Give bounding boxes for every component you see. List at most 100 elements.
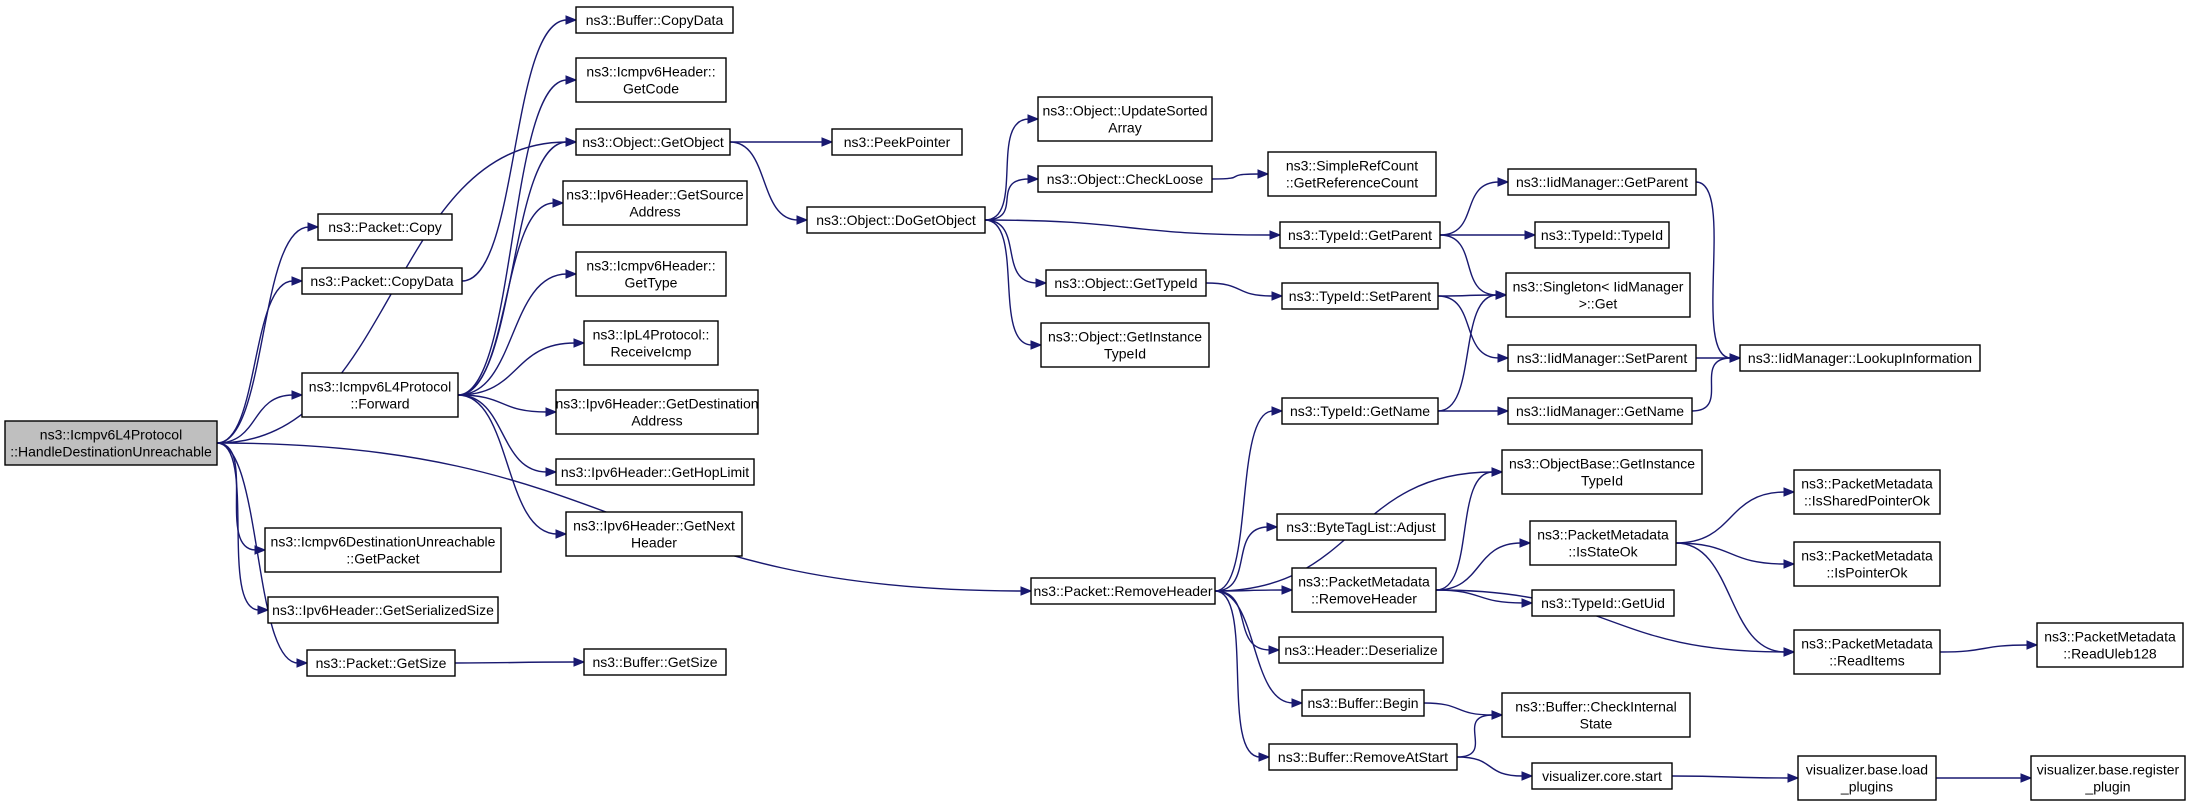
node-buffer-copydata[interactable]: ns3::Buffer::CopyData bbox=[575, 6, 734, 34]
edge-line bbox=[457, 394, 548, 413]
node-packet-removeheader[interactable]: ns3::Packet::RemoveHeader bbox=[1030, 577, 1216, 605]
node-box bbox=[806, 206, 986, 234]
arrowhead-icon bbox=[1027, 174, 1040, 184]
node-header-deserialize[interactable]: ns3::Header::Deserialize bbox=[1278, 636, 1444, 664]
edge-line bbox=[1214, 589, 1284, 592]
node-box bbox=[317, 213, 453, 241]
edge-pm_readitems-to-pm_readuleb128 bbox=[1939, 640, 2039, 653]
node-label: ns3::Packet::Copy bbox=[328, 219, 442, 235]
node-viz-register-plugin[interactable]: visualizer.base.register_plugin bbox=[2030, 755, 2186, 801]
node-typeid-getname[interactable]: ns3::TypeId::GetName bbox=[1281, 397, 1439, 425]
arrowhead-icon bbox=[565, 75, 578, 85]
node-viz-core-start[interactable]: visualizer.core.start bbox=[1531, 762, 1673, 790]
node-label: ns3::IidManager::LookupInformation bbox=[1748, 350, 1972, 366]
edge-line bbox=[1437, 295, 1500, 359]
node-ipv6-getserialized[interactable]: ns3::Ipv6Header::GetSerializedSize bbox=[267, 596, 499, 624]
node-object-gettypeid[interactable]: ns3::Object::GetTypeId bbox=[1045, 269, 1207, 297]
node-label: GetCode bbox=[623, 81, 679, 97]
edge-object_getobject-to-object_dogetobject bbox=[729, 141, 809, 225]
node-box bbox=[575, 6, 734, 34]
edge-line bbox=[457, 79, 568, 396]
arrowhead-icon bbox=[1519, 538, 1532, 548]
node-buffer-getsize[interactable]: ns3::Buffer::GetSize bbox=[583, 648, 727, 676]
node-singleton-get[interactable]: ns3::Singleton< IidManager >::Get bbox=[1505, 272, 1691, 318]
node-label: Header bbox=[631, 535, 677, 551]
arrowhead-icon bbox=[291, 390, 304, 400]
arrowhead-icon bbox=[1281, 585, 1294, 595]
node-iid-setparent[interactable]: ns3::IidManager::SetParent bbox=[1507, 344, 1697, 372]
node-buffer-begin[interactable]: ns3::Buffer::Begin bbox=[1301, 689, 1425, 717]
node-label: ns3::PacketMetadata bbox=[2044, 629, 2176, 645]
edge-line bbox=[984, 178, 1030, 221]
node-label: ns3::Ipv6Header::GetNext bbox=[573, 518, 735, 534]
node-label: ns3::Header::Deserialize bbox=[1284, 642, 1438, 658]
node-label: ns3::PacketMetadata bbox=[1801, 476, 1933, 492]
edge-object_dogetobject-to-object_checkloose bbox=[984, 174, 1040, 221]
edge-viz_core_start-to-viz_load_plugins bbox=[1671, 773, 1800, 783]
node-box bbox=[1037, 165, 1213, 193]
edge-root-to-ipv6_getserialized bbox=[216, 442, 270, 615]
node-packet-getsize[interactable]: ns3::Packet::GetSize bbox=[306, 649, 456, 677]
arrowhead-icon bbox=[1268, 645, 1281, 655]
node-dest-getpacket[interactable]: ns3::Icmpv6DestinationUnreachable::GetPa… bbox=[264, 527, 502, 573]
node-typeid-getuid[interactable]: ns3::TypeId::GetUid bbox=[1531, 589, 1675, 617]
node-forward[interactable]: ns3::Icmpv6L4Protocol::Forward bbox=[301, 372, 459, 418]
node-ipv6-gethoplimit[interactable]: ns3::Ipv6Header::GetHopLimit bbox=[555, 458, 755, 486]
node-label: ns3::Object::GetTypeId bbox=[1054, 275, 1197, 291]
node-label: TypeId bbox=[1104, 346, 1146, 362]
node-typeid-getparent[interactable]: ns3::TypeId::GetParent bbox=[1279, 221, 1441, 249]
node-iid-lookup[interactable]: ns3::IidManager::LookupInformation bbox=[1739, 344, 1981, 372]
node-object-getobject[interactable]: ns3::Object::GetObject bbox=[575, 128, 731, 156]
node-ipl4-receiveicmp[interactable]: ns3::IpL4Protocol::ReceiveIcmp bbox=[583, 320, 719, 366]
node-iid-getparent[interactable]: ns3::IidManager::GetParent bbox=[1507, 168, 1697, 196]
edge-forward-to-ipv6_gethoplimit bbox=[457, 394, 558, 477]
node-label: ns3::IidManager::GetName bbox=[1516, 403, 1684, 419]
node-pm-ispointerok[interactable]: ns3::PacketMetadata::IsPointerOk bbox=[1793, 541, 1941, 587]
node-typeid-setparent[interactable]: ns3::TypeId::SetParent bbox=[1281, 282, 1439, 310]
node-viz-load-plugins[interactable]: visualizer.base.load_plugins bbox=[1797, 755, 1937, 801]
node-object-dogetobject[interactable]: ns3::Object::DoGetObject bbox=[806, 206, 986, 234]
node-buffer-removeatstart[interactable]: ns3::Buffer::RemoveAtStart bbox=[1268, 743, 1458, 771]
node-box bbox=[831, 128, 963, 156]
node-label: ns3::SimpleRefCount bbox=[1286, 158, 1418, 174]
node-iid-getname[interactable]: ns3::IidManager::GetName bbox=[1507, 397, 1693, 425]
node-label: ns3::PeekPointer bbox=[844, 134, 951, 150]
node-pm-isstateok[interactable]: ns3::PacketMetadata::IsStateOk bbox=[1529, 520, 1677, 566]
node-bytetaglist-adjust[interactable]: ns3::ByteTagList::Adjust bbox=[1276, 513, 1446, 541]
arrowhead-icon bbox=[1020, 586, 1033, 596]
node-box bbox=[267, 596, 499, 624]
node-box bbox=[1793, 629, 1941, 675]
node-label: ns3::Buffer::CheckInternal bbox=[1515, 699, 1677, 715]
node-simplerefcount[interactable]: ns3::SimpleRefCount::GetReferenceCount bbox=[1267, 151, 1437, 197]
arrowhead-icon bbox=[1524, 230, 1537, 240]
node-icmp-getcode[interactable]: ns3::Icmpv6Header::GetCode bbox=[575, 57, 727, 103]
edge-buffer_removeatstart-to-buffer_checkinternal bbox=[1456, 710, 1504, 758]
node-pm-readitems[interactable]: ns3::PacketMetadata::ReadItems bbox=[1793, 629, 1941, 675]
arrowhead-icon bbox=[565, 269, 578, 279]
edge-line bbox=[461, 19, 568, 282]
edge-line bbox=[1435, 542, 1522, 591]
node-box bbox=[1291, 567, 1437, 613]
node-packet-copydata[interactable]: ns3::Packet::CopyData bbox=[301, 267, 463, 295]
edge-packet_removeheader-to-buffer_removeatstart bbox=[1214, 590, 1271, 762]
node-pm-issharedpointerok[interactable]: ns3::PacketMetadata::IsSharedPointerOk bbox=[1793, 469, 1941, 515]
node-label: ns3::Buffer::GetSize bbox=[592, 654, 717, 670]
node-packet-copy[interactable]: ns3::Packet::Copy bbox=[317, 213, 453, 241]
node-pm-removeheader[interactable]: ns3::PacketMetadata::RemoveHeader bbox=[1291, 567, 1437, 613]
node-root[interactable]: ns3::Icmpv6L4Protocol::HandleDestination… bbox=[4, 420, 218, 466]
node-icmp-gettype[interactable]: ns3::Icmpv6Header::GetType bbox=[575, 251, 727, 297]
edge-packet_removeheader-to-typeid_getname bbox=[1214, 406, 1284, 592]
node-typeid-typeid[interactable]: ns3::TypeId::TypeId bbox=[1534, 221, 1670, 249]
node-pm-readuleb128[interactable]: ns3::PacketMetadata::ReadUleb128 bbox=[2036, 622, 2184, 668]
arrowhead-icon bbox=[796, 215, 809, 225]
node-object-checkloose[interactable]: ns3::Object::CheckLoose bbox=[1037, 165, 1213, 193]
node-peekpointer[interactable]: ns3::PeekPointer bbox=[831, 128, 963, 156]
